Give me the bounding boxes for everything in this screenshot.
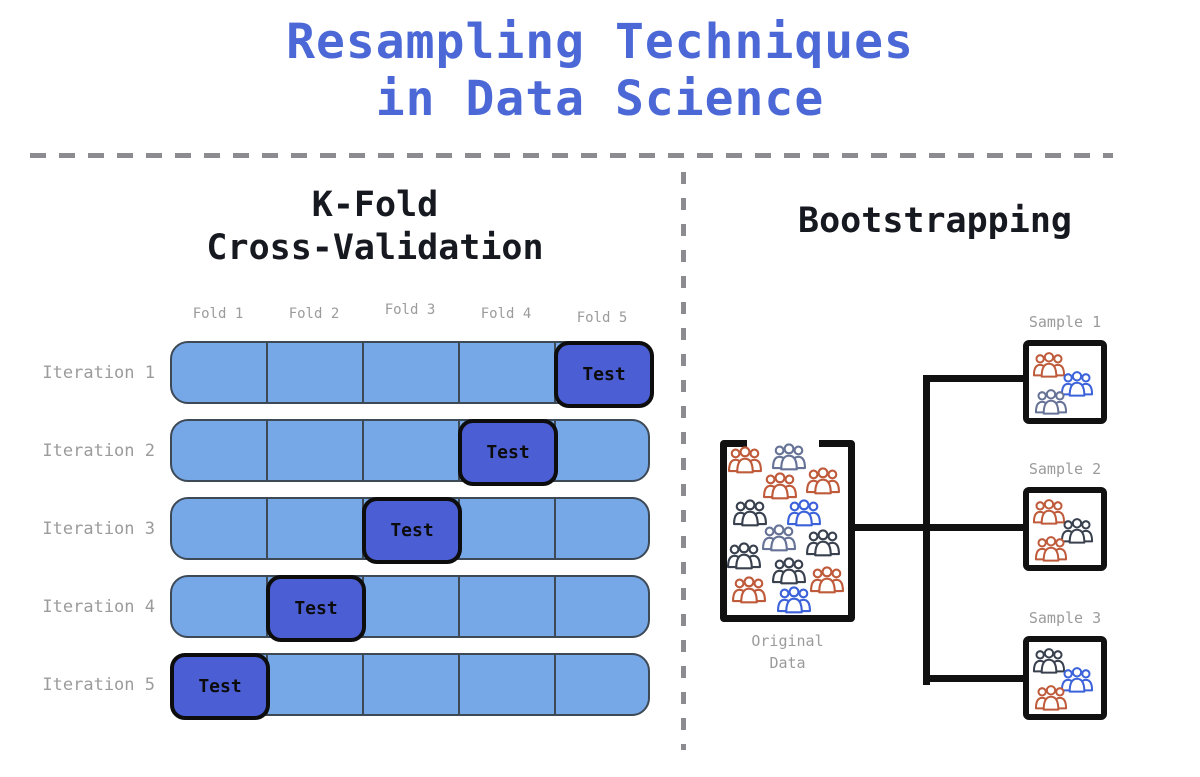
navy-people-group-icon <box>1060 517 1094 545</box>
fold-label: Fold 5 <box>576 310 628 326</box>
navy-people-group-icon <box>1032 647 1066 675</box>
iteration-label: Iteration 3 <box>42 518 155 539</box>
page-title-line1: Resampling Techniques <box>286 14 914 70</box>
slate-people-group-icon <box>771 442 807 472</box>
blue-people-group-icon <box>1060 666 1094 694</box>
fold-label: Fold 1 <box>192 306 244 322</box>
iteration-label: Iteration 2 <box>42 440 155 461</box>
blue-people-group-icon <box>776 585 812 615</box>
fold-bar: Test <box>170 341 654 408</box>
kfold-iteration-row: Iteration 1 Test <box>0 341 700 408</box>
sample-label: Sample 1 <box>1028 313 1102 331</box>
original-data-box <box>720 440 855 622</box>
fold-cell-divider <box>266 343 268 402</box>
connector-branch-sample2 <box>923 524 1025 531</box>
horizontal-dashed-divider <box>30 153 1113 158</box>
slate-people-group-icon <box>761 523 797 553</box>
slate-people-group-icon <box>1034 388 1068 416</box>
red-people-group-icon <box>731 575 767 605</box>
fold-cell-divider <box>458 655 460 714</box>
vertical-dashed-divider <box>681 172 686 750</box>
original-data-label: Original Data <box>720 630 855 674</box>
navy-people-group-icon <box>771 556 807 586</box>
kfold-section-title: K-Fold Cross-Validation <box>75 184 675 270</box>
navy-people-group-icon <box>805 528 841 558</box>
fold-bar: Test <box>170 653 650 720</box>
kfold-title-line2: Cross-Validation <box>206 228 544 268</box>
fold-label: Fold 3 <box>384 302 436 318</box>
page-title-line2: in Data Science <box>375 71 825 127</box>
test-fold-cell: Test <box>554 341 654 408</box>
fold-cell-divider <box>362 655 364 714</box>
fold-cell-divider <box>362 421 364 480</box>
red-people-group-icon <box>1034 535 1068 563</box>
blue-people-group-icon <box>786 498 822 528</box>
fold-bar: Test <box>170 419 650 486</box>
blue-people-group-icon <box>1060 370 1094 398</box>
red-people-group-icon <box>762 471 798 501</box>
sample-box <box>1023 487 1107 571</box>
fold-label: Fold 4 <box>480 306 532 322</box>
iteration-label: Iteration 5 <box>42 674 155 695</box>
test-fold-cell: Test <box>362 497 462 564</box>
sample-label: Sample 2 <box>1028 460 1102 478</box>
navy-people-group-icon <box>726 541 762 571</box>
red-people-group-icon <box>805 466 841 496</box>
fold-cell-divider <box>554 499 556 558</box>
test-fold-cell: Test <box>458 419 558 486</box>
red-people-group-icon <box>1032 351 1066 379</box>
red-people-group-icon <box>1034 684 1068 712</box>
connector-branch-sample1 <box>923 375 1025 382</box>
sample-box <box>1023 636 1107 720</box>
original-data-label-line1: Original <box>751 632 824 650</box>
sample-label: Sample 3 <box>1028 609 1102 627</box>
fold-cell-divider <box>266 421 268 480</box>
bootstrapping-section-title: Bootstrapping <box>798 201 1072 241</box>
kfold-title-line1: K-Fold <box>311 185 439 225</box>
test-fold-cell: Test <box>266 575 366 642</box>
fold-labels: Fold 1 Fold 2 Fold 3 Fold 4 Fold 5 <box>170 302 650 326</box>
fold-cell-divider <box>554 577 556 636</box>
kfold-iteration-row: Iteration 4 Test <box>0 575 700 642</box>
page-title: Resampling Techniques in Data Science <box>0 14 1200 128</box>
red-people-group-icon <box>809 565 845 595</box>
red-people-group-icon <box>1032 498 1066 526</box>
fold-cell-divider <box>458 343 460 402</box>
fold-cell-divider <box>554 655 556 714</box>
fold-bar: Test <box>170 497 650 564</box>
fold-cell-divider <box>362 343 364 402</box>
fold-bar: Test <box>170 575 650 642</box>
fold-label: Fold 2 <box>288 306 340 322</box>
kfold-iteration-row: Iteration 2 Test <box>0 419 700 486</box>
kfold-iteration-row: Iteration 3 Test <box>0 497 700 564</box>
connector-root-line <box>848 524 928 531</box>
fold-cell-divider <box>458 577 460 636</box>
original-data-box-top-gap <box>747 440 819 448</box>
iteration-label: Iteration 1 <box>42 362 155 383</box>
sample-box <box>1023 340 1107 424</box>
red-people-group-icon <box>727 445 763 475</box>
fold-cell-divider <box>266 499 268 558</box>
navy-people-group-icon <box>732 498 768 528</box>
kfold-iteration-row: Iteration 5 Test <box>0 653 700 720</box>
test-fold-cell: Test <box>170 653 270 720</box>
original-data-label-line2: Data <box>769 654 806 672</box>
iteration-label: Iteration 4 <box>42 596 155 617</box>
connector-branch-sample3 <box>923 675 1025 682</box>
